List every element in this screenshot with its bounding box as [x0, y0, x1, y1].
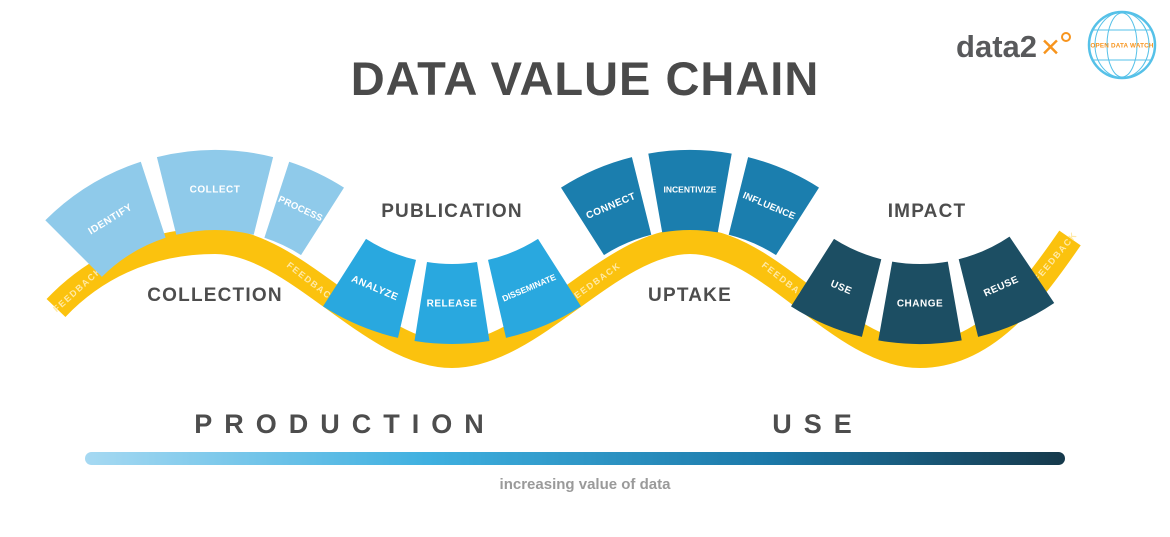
- step-connect-wedge: [561, 157, 652, 256]
- step-incentivize-wedge: [648, 149, 732, 233]
- phase-label-use: USE: [772, 409, 864, 439]
- step-release-label: RELEASE: [427, 299, 478, 310]
- odw-wordmark: OPEN DATA WATCH: [1090, 43, 1154, 50]
- step-identify-wedge: [45, 161, 166, 277]
- stage-label-publication: PUBLICATION: [381, 201, 523, 222]
- globe-meridian-outer-icon: [1094, 12, 1150, 78]
- step-reuse-wedge: [958, 236, 1055, 337]
- data2x-ring-icon: [1061, 32, 1071, 42]
- page-title: DATA VALUE CHAIN: [351, 52, 820, 105]
- data2x-wordmark: data2: [956, 29, 1037, 64]
- step-collect-wedge: [156, 149, 274, 235]
- stage-label-impact: IMPACT: [888, 201, 967, 222]
- step-incentivize-label: INCENTIVIZE: [664, 184, 717, 194]
- value-chain-ribbon: [46, 227, 1081, 369]
- step-influence-wedge: [728, 157, 819, 256]
- stage-group-publication: ANALYZE RELEASE DISSEMINATE PUBLICATION: [323, 201, 581, 344]
- step-release-wedge: [414, 262, 490, 344]
- gradient-caption: increasing value of data: [500, 476, 672, 493]
- step-use-wedge: [791, 238, 882, 337]
- step-analyze-wedge: [323, 238, 416, 338]
- stage-label-uptake: UPTAKE: [648, 285, 732, 306]
- data2x-logo: data2 ✕: [956, 29, 1071, 64]
- stage-group-collection: IDENTIFY COLLECT PROCESS COLLECTION: [45, 149, 344, 306]
- step-change-wedge: [878, 261, 962, 345]
- open-data-watch-logo: OPEN DATA WATCH: [1087, 10, 1157, 80]
- step-process-wedge: [264, 161, 344, 256]
- step-collect-label: COLLECT: [190, 185, 241, 196]
- stage-label-collection: COLLECTION: [147, 285, 283, 306]
- step-disseminate-wedge: [488, 238, 581, 338]
- stage-group-uptake: CONNECT INCENTIVIZE INFLUENCE UPTAKE: [561, 149, 819, 306]
- stage-group-impact: USE CHANGE REUSE IMPACT: [791, 201, 1055, 345]
- step-change-label: CHANGE: [897, 299, 943, 310]
- phase-label-production: PRODUCTION: [194, 409, 496, 439]
- data2x-x-mark: ✕: [1040, 34, 1061, 62]
- value-gradient-bar: [85, 452, 1065, 465]
